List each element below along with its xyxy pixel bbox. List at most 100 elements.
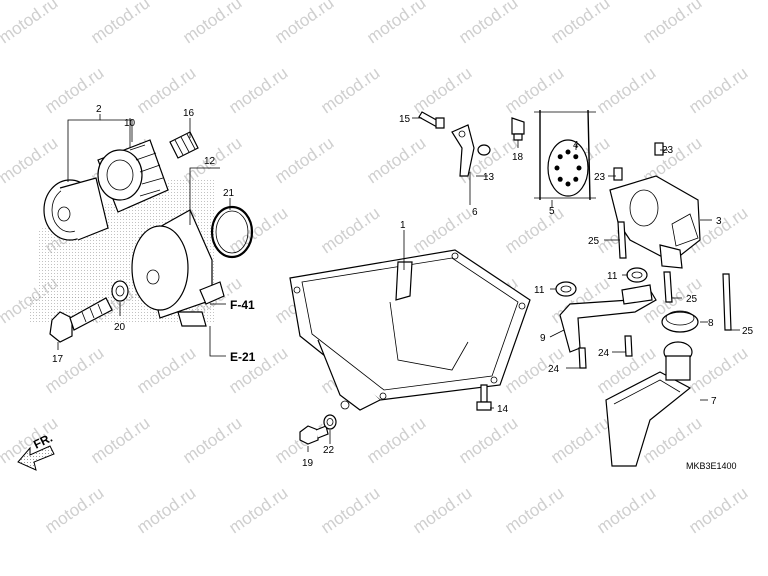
watermark-text: motod.ru <box>363 133 429 187</box>
callout-25-center: 25 <box>686 294 698 305</box>
callout-24-right: 24 <box>598 348 610 359</box>
watermark-text: motod.ru <box>409 483 475 537</box>
watermark-text: motod.ru <box>547 0 613 47</box>
oil-pump-assembly-part <box>609 175 701 269</box>
reference-labels: F-41 E-21 <box>230 298 256 364</box>
watermark-text: motod.ru <box>639 0 705 47</box>
watermark-text: motod.ru <box>593 63 659 117</box>
sealing-washer-part <box>111 280 129 302</box>
watermark-text: motod.ru <box>271 133 337 187</box>
callout-16: 16 <box>183 108 195 119</box>
callout-7: 7 <box>711 396 717 407</box>
oil-pump-sprocket-part <box>547 139 589 197</box>
callout-22: 22 <box>323 445 335 456</box>
watermark-text: motod.ru <box>363 0 429 47</box>
watermark-text: motod.ru <box>547 273 613 327</box>
reference-e21: E-21 <box>230 350 256 364</box>
drive-chain-part <box>534 109 596 201</box>
watermark-text: motod.ru <box>133 343 199 397</box>
callout-14: 14 <box>497 404 509 415</box>
sprocket-hole <box>557 176 563 182</box>
oil-filter-cartridge-part <box>97 139 169 213</box>
sprocket-hole <box>565 181 571 187</box>
pipe-bolt-left-part <box>578 347 587 369</box>
callout-6: 6 <box>472 207 478 218</box>
sprocket-hole <box>573 176 579 182</box>
drawing-code: MKB3E1400 <box>686 461 737 471</box>
watermark-text: motod.ru <box>409 203 475 257</box>
callout-1: 1 <box>400 220 406 231</box>
callout-23-left: 23 <box>594 172 606 183</box>
watermark-text: motod.ru <box>685 483 751 537</box>
callout-4: 4 <box>573 140 579 151</box>
oil-pipe-part <box>559 284 657 353</box>
oil-filter-cap-part <box>43 177 109 241</box>
cooler-bolt-part <box>49 297 113 343</box>
watermark-text: motod.ru <box>685 343 751 397</box>
pump-bolt-right-part <box>722 273 732 331</box>
watermark-text: motod.ru <box>87 0 153 47</box>
drain-bolt-part <box>299 425 329 445</box>
watermark-text: motod.ru <box>179 0 245 47</box>
pipe-bolt-right-part <box>624 335 633 357</box>
callout-17: 17 <box>52 354 64 365</box>
callout-24-left: 24 <box>548 364 560 375</box>
callout-labels: 2 10 16 12 21 20 17 1 15 6 13 18 4 5 23 … <box>52 104 754 469</box>
oil-cooler-part <box>131 209 225 327</box>
chain-guide-bracket-part <box>451 124 475 177</box>
callout-15: 15 <box>399 114 411 125</box>
callout-2: 2 <box>96 104 102 115</box>
flange-bolt-14-part <box>476 384 492 411</box>
callout-3: 3 <box>716 216 722 227</box>
callout-11-right: 11 <box>607 271 618 282</box>
watermark-text: motod.ru <box>455 0 521 47</box>
watermark-text: motod.ru <box>271 0 337 47</box>
watermark-text: motod.ru <box>133 483 199 537</box>
o-ring-11-left-part <box>555 281 577 297</box>
bolt-18-part <box>511 117 525 141</box>
watermark-text: motod.ru <box>501 63 567 117</box>
reference-f41: F-41 <box>230 298 255 312</box>
callout-23-top: 23 <box>662 145 674 156</box>
sprocket-hole <box>576 165 582 171</box>
oil-strainer-part <box>605 341 693 467</box>
callout-20: 20 <box>114 322 126 333</box>
sprocket-hole <box>573 154 579 160</box>
oil-pan-part <box>289 249 531 411</box>
dowel-pin-a-part <box>654 142 664 156</box>
watermark-text: motod.ru <box>87 413 153 467</box>
watermark-text: motod.ru <box>593 483 659 537</box>
watermark-text: motod.ru <box>409 63 475 117</box>
watermark-text: motod.ru <box>179 413 245 467</box>
o-ring-part <box>210 205 254 259</box>
pump-bolt-center-part <box>663 271 673 303</box>
bolt-15-part <box>418 111 445 129</box>
front-direction-arrow <box>17 445 55 471</box>
sprocket-hole <box>565 149 571 155</box>
callout-12: 12 <box>204 156 216 167</box>
watermark-text: motod.ru <box>547 413 613 467</box>
o-ring-11-right-part <box>626 267 648 283</box>
callout-18: 18 <box>512 152 524 163</box>
callout-13: 13 <box>483 172 495 183</box>
callout-8: 8 <box>708 318 714 329</box>
callout-11-left: 11 <box>534 285 545 296</box>
watermark-text: motod.ru <box>0 0 61 47</box>
washer-13-part <box>477 144 491 156</box>
sprocket-hole <box>557 154 563 160</box>
watermark-text: motod.ru <box>685 63 751 117</box>
watermark-text: motod.ru <box>41 483 107 537</box>
callout-21: 21 <box>223 188 235 199</box>
watermark-text: motod.ru <box>455 413 521 467</box>
drain-washer-part <box>323 414 337 430</box>
union-bolt-part <box>169 131 199 159</box>
callout-5: 5 <box>549 206 555 217</box>
callout-25-left: 25 <box>588 236 600 247</box>
watermark-text: motod.ru <box>41 343 107 397</box>
callout-25-right: 25 <box>742 326 754 337</box>
watermark-text: motod.ru <box>0 133 61 187</box>
watermark-text: motod.ru <box>317 483 383 537</box>
callout-10: 10 <box>124 118 136 129</box>
